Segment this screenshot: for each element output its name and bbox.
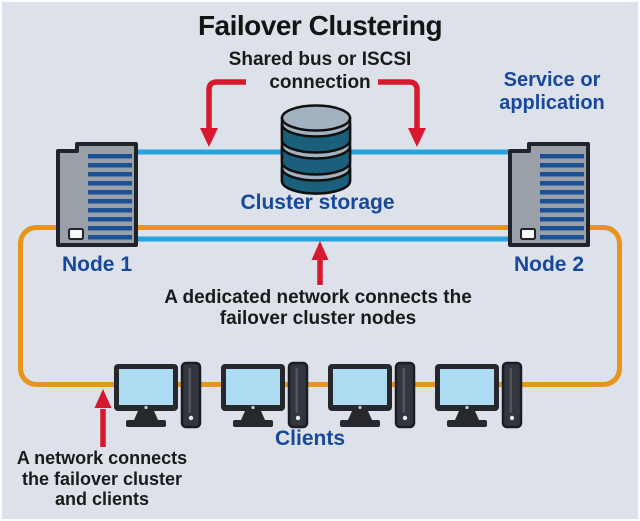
shared-bus-arrow-left bbox=[200, 79, 246, 147]
client-icon-3 bbox=[326, 361, 416, 429]
dedicated-network-arrow bbox=[311, 241, 329, 285]
client-network-arrow bbox=[94, 389, 112, 447]
shared-bus-arrow-right bbox=[378, 79, 426, 147]
dedicated-network-annotation: A dedicated network connects the failove… bbox=[164, 287, 472, 329]
clients-label: Clients bbox=[274, 427, 345, 450]
shared-bus-annotation: Shared bus or ISCSI connection bbox=[228, 49, 412, 93]
database-icon bbox=[280, 104, 352, 195]
client-icon-1 bbox=[112, 361, 202, 429]
service-or-application-label: Service or application bbox=[499, 69, 605, 114]
node1-label: Node 1 bbox=[61, 253, 132, 276]
server-icon-node2 bbox=[508, 142, 590, 247]
node2-label: Node 2 bbox=[513, 253, 584, 276]
cluster-storage-label: Cluster storage bbox=[240, 191, 395, 214]
diagram-title: Failover Clustering bbox=[197, 10, 443, 41]
client-icon-4 bbox=[433, 361, 523, 429]
client-icon-2 bbox=[219, 361, 309, 429]
client-network-loop bbox=[18, 225, 622, 387]
server-icon-node1 bbox=[56, 142, 138, 247]
client-network-annotation: A network connects the failover cluster … bbox=[16, 448, 188, 509]
